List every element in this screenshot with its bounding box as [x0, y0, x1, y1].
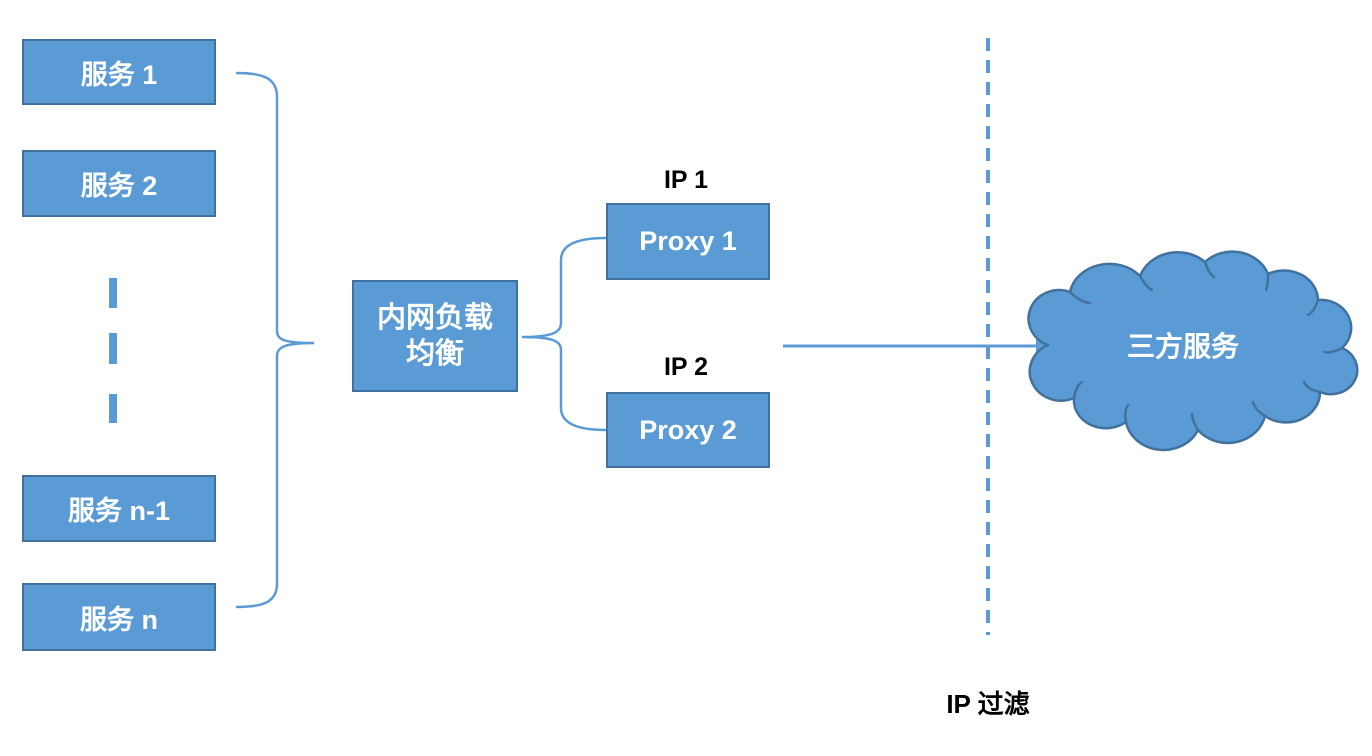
service-1-label: 服务 1: [80, 59, 158, 90]
third-party-cloud-label: 三方服务: [1126, 331, 1239, 362]
ip-filter-label: IP 过滤: [946, 689, 1030, 719]
load-balancer-label: 内网负载均衡: [376, 301, 493, 370]
ellipsis-dash: [109, 394, 117, 423]
service-n-box: 服务 n: [22, 583, 216, 651]
services-brace: [235, 71, 315, 609]
service-n-label: 服务 n: [80, 604, 158, 635]
third-party-cloud-shape: [1027, 250, 1359, 452]
service-1-box: 服务 1: [22, 39, 216, 105]
proxy-1-label: Proxy 1: [639, 226, 737, 256]
service-n-1-box: 服务 n-1: [22, 475, 216, 542]
service-n-1-label: 服务 n-1: [67, 496, 170, 526]
proxy-2-box: Proxy 2: [606, 392, 770, 468]
ellipsis-dash: [109, 333, 117, 364]
proxy-1-box: Proxy 1: [606, 203, 770, 280]
proxy-2-label: Proxy 2: [639, 414, 737, 445]
proxies-brace: [521, 236, 608, 432]
load-balancer-box: 内网负载均衡: [352, 280, 518, 392]
service-2-label: 服务 2: [80, 171, 158, 201]
proxy-2-ip-label: IP 2: [663, 353, 709, 381]
proxy-1-ip-label: IP 1: [663, 166, 709, 194]
service-2-box: 服务 2: [22, 150, 216, 217]
ellipsis-dash: [109, 278, 117, 308]
